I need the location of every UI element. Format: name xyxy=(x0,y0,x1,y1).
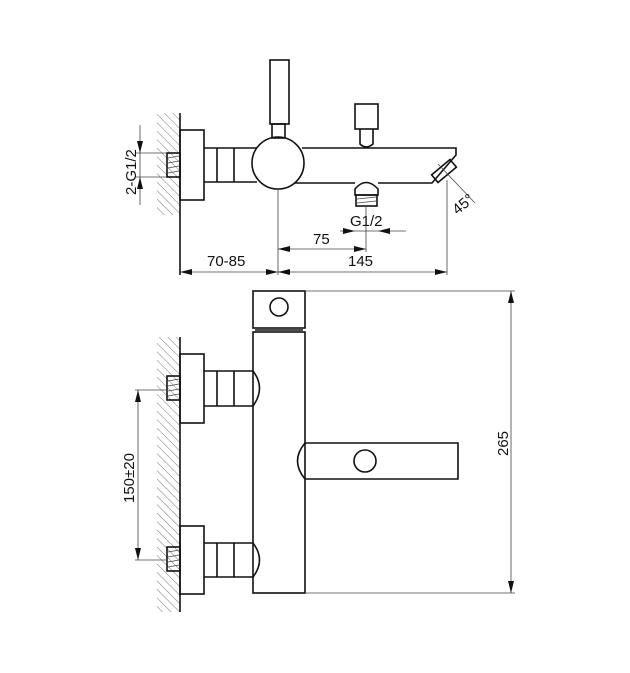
dim-70-85: 70-85 xyxy=(207,253,245,270)
outlet-thread xyxy=(355,194,378,207)
handle-stem xyxy=(271,123,286,139)
dim-150-20: 150±20 xyxy=(121,453,138,503)
mixer-body xyxy=(251,136,305,190)
dim-2-g12: 2-G1/2 xyxy=(123,149,140,195)
dimension-lines xyxy=(135,290,515,594)
diverter-knob xyxy=(354,103,379,130)
upper-inlet xyxy=(166,353,261,424)
dim-75: 75 xyxy=(313,231,330,248)
top-view: 45° 70-85 145 75 G1/2 2-G1/2 xyxy=(123,59,478,275)
handle xyxy=(269,59,290,125)
cap-button xyxy=(269,297,289,317)
front-view: 265 150±20 xyxy=(121,290,515,612)
dim-g12: G1/2 xyxy=(350,213,383,230)
dimension-arrows xyxy=(135,291,514,593)
wall-hatching xyxy=(157,113,180,215)
dim-265: 265 xyxy=(495,431,512,456)
spout xyxy=(295,147,457,184)
spout xyxy=(296,442,459,480)
dim-145: 145 xyxy=(348,253,373,270)
outlet-dome xyxy=(354,181,379,196)
spout-button xyxy=(353,449,377,473)
top-cap xyxy=(252,290,306,329)
mixer-body xyxy=(252,331,306,594)
wall-hatching xyxy=(157,337,180,612)
wall-flange xyxy=(179,129,205,201)
lower-inlet xyxy=(166,525,261,595)
angle-label: 45° xyxy=(449,191,477,219)
dimension-arrows xyxy=(137,141,447,275)
diverter-stem xyxy=(359,129,374,148)
angle-line xyxy=(437,163,476,204)
inlet-pipe xyxy=(204,147,257,183)
